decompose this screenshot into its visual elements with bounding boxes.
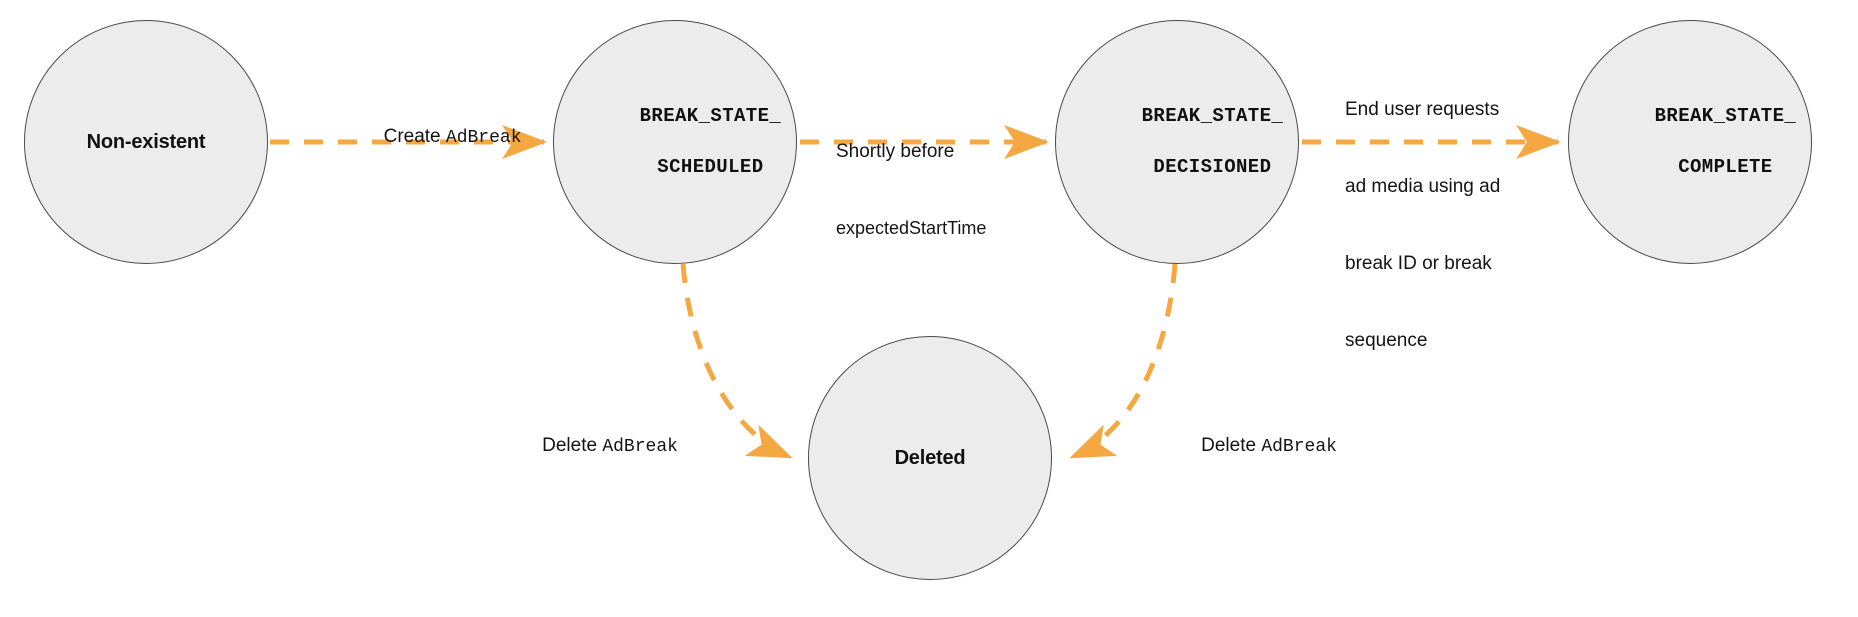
edge-label-line-3: break ID or break <box>1345 253 1492 275</box>
edge-label-delete-from-scheduled: Delete AdBreak <box>521 407 701 485</box>
state-node-label-line-2: DECISIONED <box>1153 155 1272 178</box>
state-node-deleted[interactable]: Deleted <box>808 336 1052 580</box>
edge-label-line-2: ad media using ad <box>1345 176 1501 198</box>
state-node-label: BREAK_STATE_ DECISIONED <box>1071 79 1283 204</box>
edge-label-text-sans: Delete <box>1201 434 1262 456</box>
edge-label-text-mono: AdBreak <box>602 436 678 457</box>
edge-label-text-sans: Delete <box>542 434 603 456</box>
state-node-break-state-decisioned[interactable]: BREAK_STATE_ DECISIONED <box>1055 20 1299 264</box>
state-node-label: Non-existent <box>86 130 206 153</box>
edge-label-line-1: End user requests <box>1345 99 1500 121</box>
edge-label-text-mono: AdBreak <box>1261 436 1337 457</box>
state-node-label-line-2: COMPLETE <box>1678 155 1773 178</box>
state-node-break-state-complete[interactable]: BREAK_STATE_ COMPLETE <box>1568 20 1812 264</box>
state-node-label-line-1: BREAK_STATE_ <box>1141 105 1284 128</box>
edge-label-shortly-before: Shortly before expectedStartTime <box>836 88 1046 292</box>
edge-label-delete-from-decisioned: Delete AdBreak <box>1180 407 1360 485</box>
state-node-label: BREAK_STATE_ SCHEDULED <box>569 79 781 204</box>
state-node-label-line-1: BREAK_STATE_ <box>639 105 782 128</box>
edge-label-text-sans: Create <box>383 125 446 147</box>
state-node-label-line-2: SCHEDULED <box>657 155 764 178</box>
edge-label-line-1: Shortly before <box>836 141 955 163</box>
edge-delete-from-decisioned <box>1069 263 1178 460</box>
edge-label-end-user-requests: End user requests ad media using ad brea… <box>1345 46 1550 405</box>
edge-label-create-adbreak: Create AdBreak <box>352 98 532 176</box>
edge-label-line-2: expectedStartTime <box>836 218 987 239</box>
edge-label-line-4: sequence <box>1345 330 1428 352</box>
state-node-non-existent[interactable]: Non-existent <box>24 20 268 264</box>
state-node-break-state-scheduled[interactable]: BREAK_STATE_ SCHEDULED <box>553 20 797 264</box>
state-node-label-line-1: BREAK_STATE_ <box>1654 105 1797 128</box>
edge-label-text-mono: AdBreak <box>445 127 522 148</box>
state-node-label: Deleted <box>894 446 966 469</box>
state-node-label: BREAK_STATE_ COMPLETE <box>1584 79 1796 204</box>
